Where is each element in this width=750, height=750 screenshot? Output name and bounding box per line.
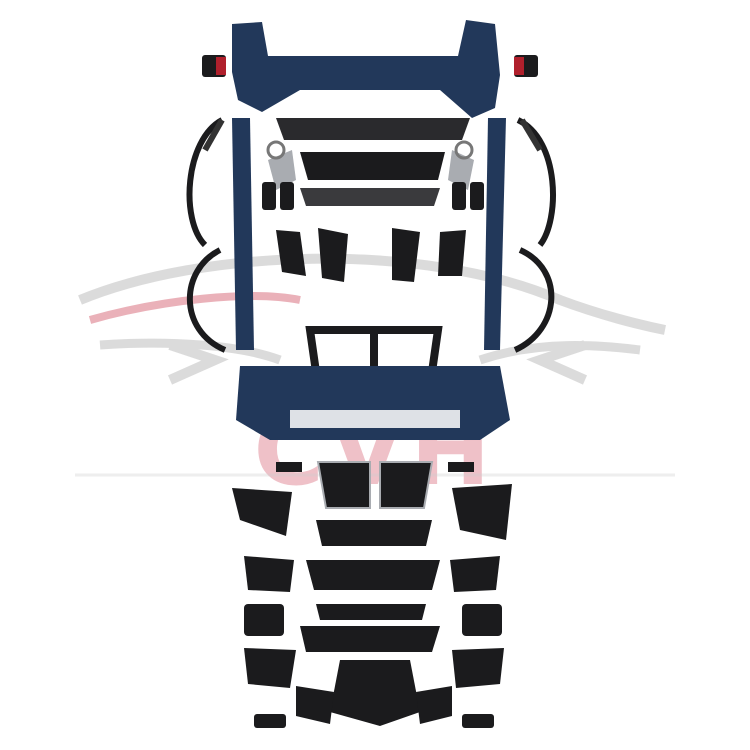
wheel-arch-flares — [186, 117, 556, 353]
rear-brackets — [276, 228, 466, 282]
underbody-shields — [254, 660, 494, 728]
front-brackets — [232, 462, 512, 540]
exhaust-tips-right — [448, 140, 484, 210]
side-skirt-right — [484, 118, 506, 350]
exhaust-tips-left — [262, 140, 296, 210]
side-skirt-left — [232, 118, 254, 350]
kidney-grille-frame — [305, 326, 443, 376]
rear-diffuser — [276, 118, 470, 140]
rear-bumper — [232, 20, 500, 118]
front-bumper — [236, 366, 510, 440]
kidney-grille — [316, 461, 434, 509]
lower-grilles — [300, 520, 440, 652]
fog-light-trims — [244, 556, 504, 688]
